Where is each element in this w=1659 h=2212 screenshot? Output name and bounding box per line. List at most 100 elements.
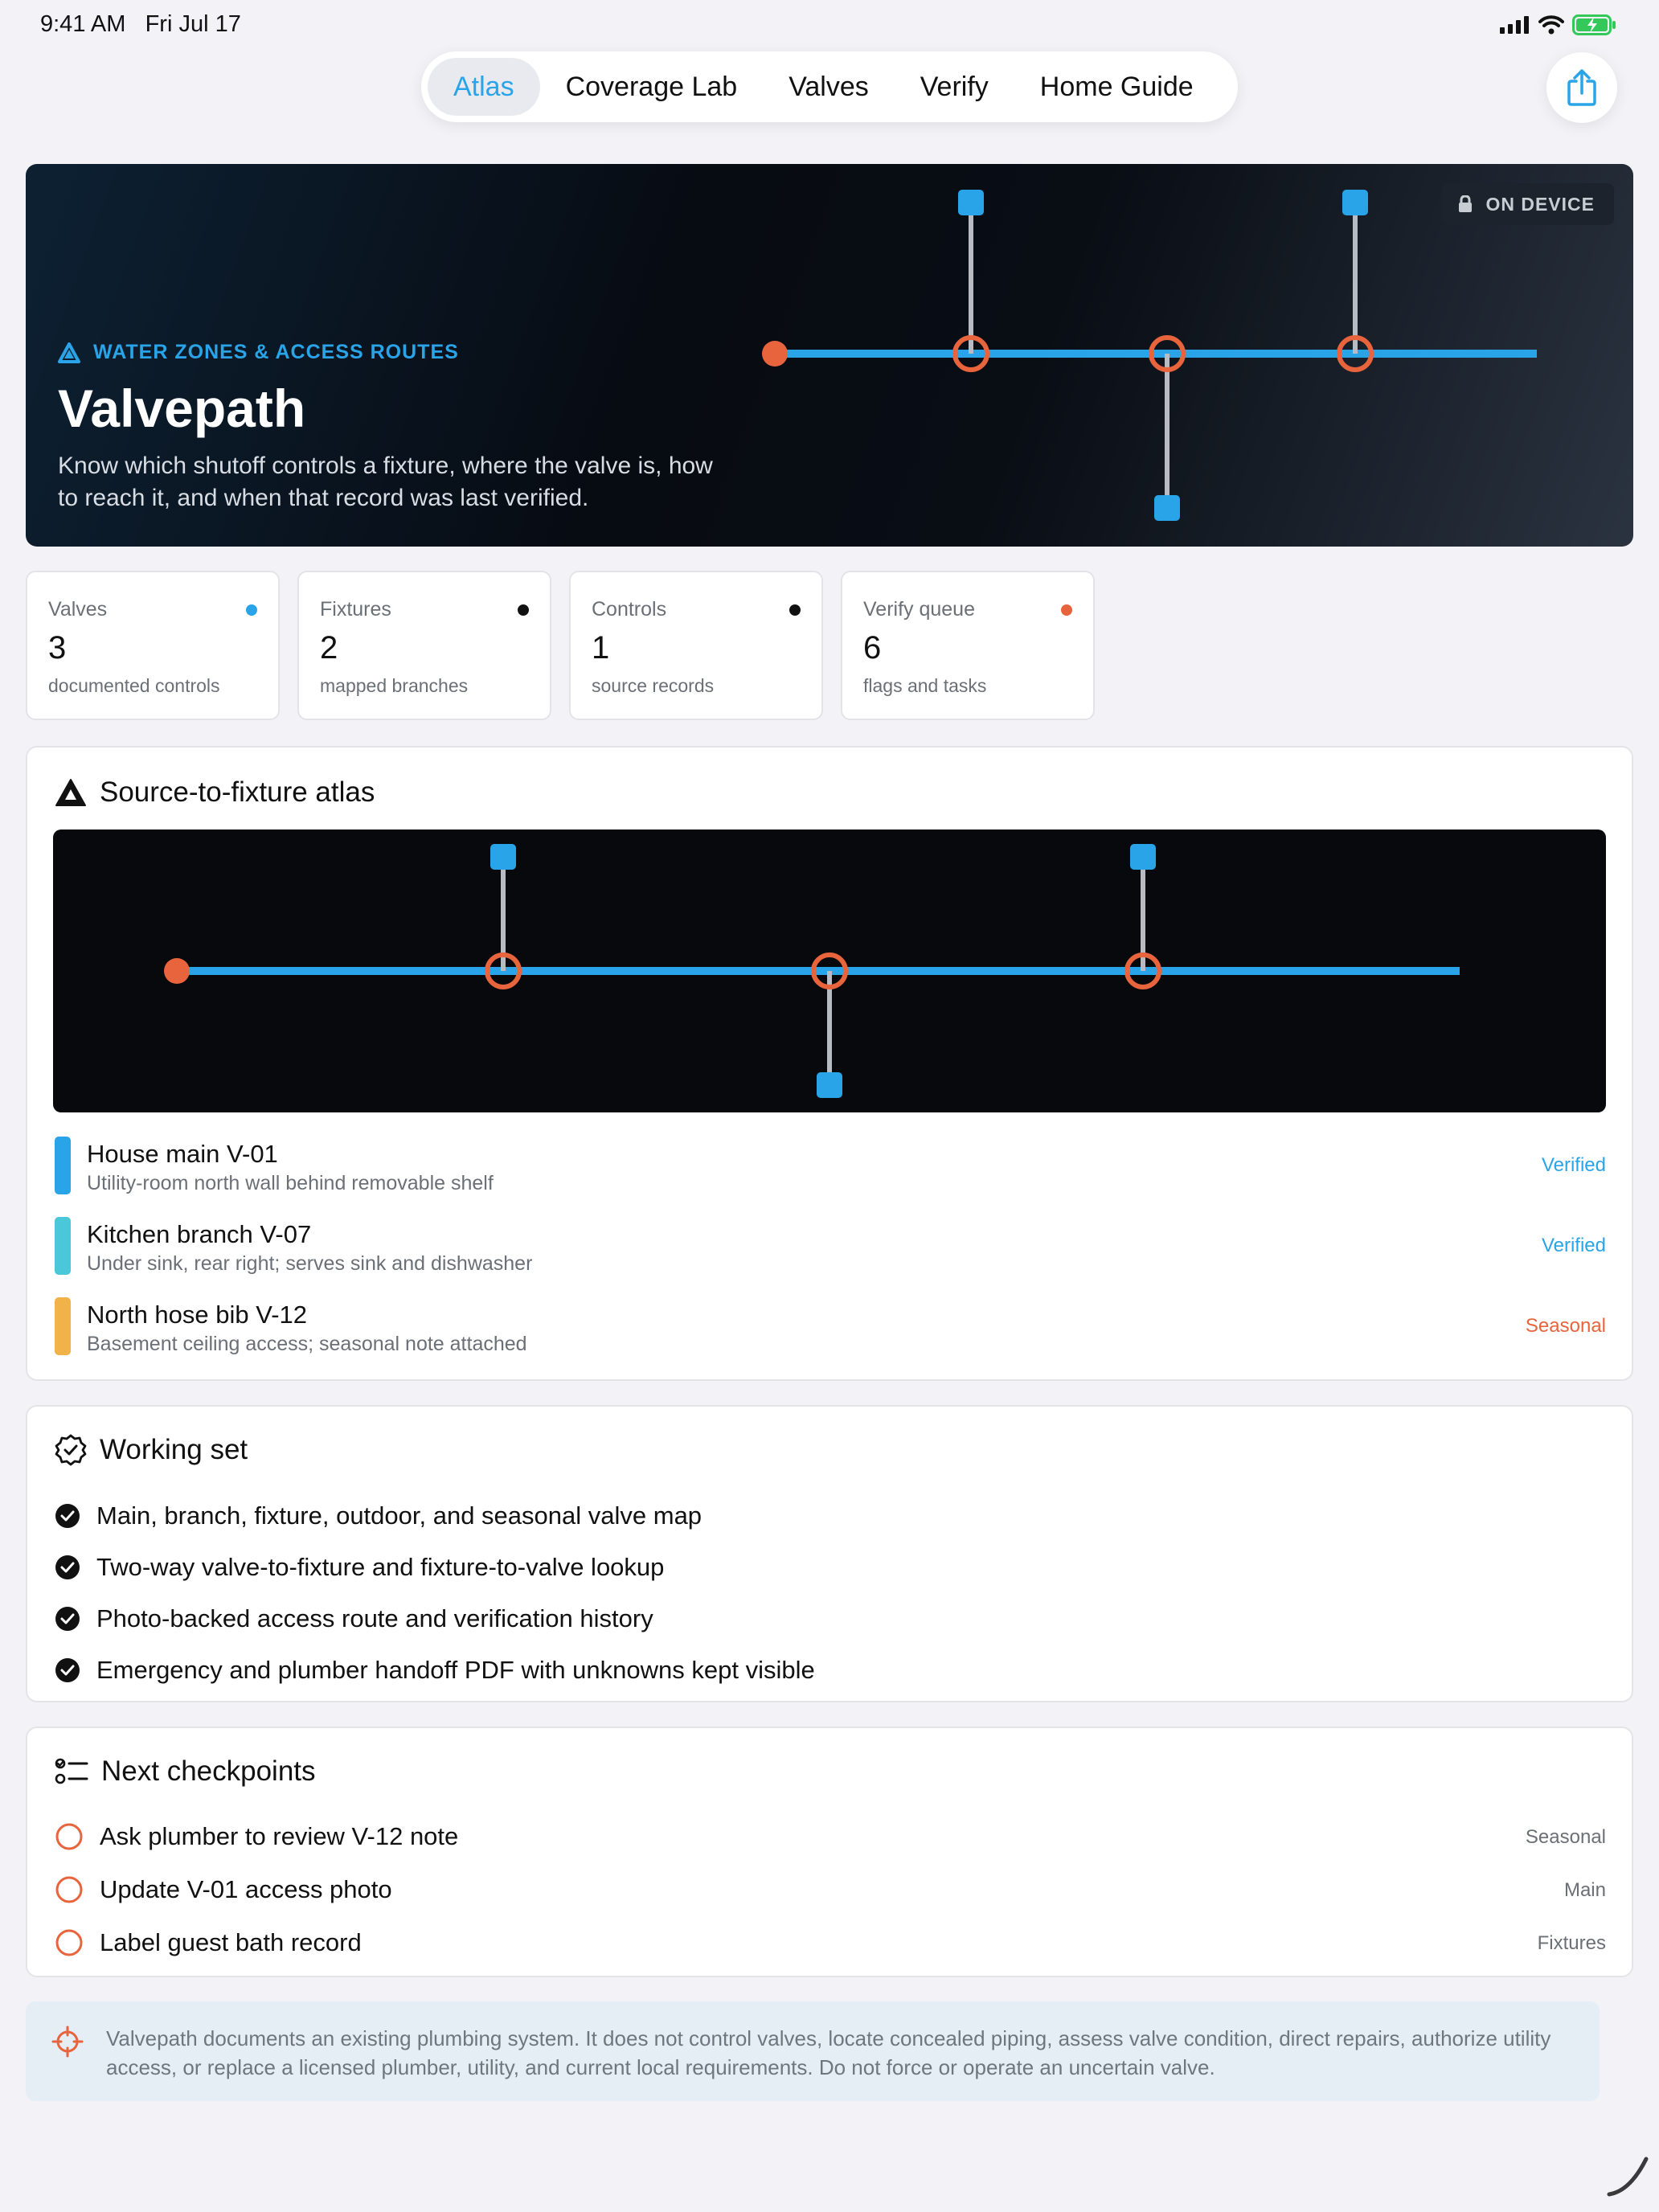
share-button[interactable] [1546, 52, 1617, 123]
hero-fixture-node [958, 190, 984, 215]
atlas-diagram-panel[interactable] [53, 830, 1606, 1112]
stat-card-verify-queue[interactable]: Verify queue 6 flags and tasks [841, 571, 1095, 720]
stat-label: Fixtures [320, 598, 391, 621]
atlas-valve-node [1124, 952, 1161, 989]
status-dot [518, 604, 529, 616]
valve-color-swatch [55, 1217, 71, 1275]
valve-status: Verified [1541, 1235, 1606, 1256]
checkpoint-label: Update V-01 access photo [100, 1875, 392, 1903]
stat-card-controls[interactable]: Controls 1 source records [569, 571, 823, 720]
list-item: Main, branch, fixture, outdoor, and seas… [55, 1490, 815, 1542]
valve-row-v07[interactable]: Kitchen branch V-07 Under sink, rear rig… [55, 1217, 1606, 1297]
atlas-fixture-node [817, 1072, 842, 1098]
checkpoint-item[interactable]: Update V-01 access photo Main [55, 1863, 1606, 1916]
stat-caption: flags and tasks [863, 675, 987, 696]
working-set-header: Working set [55, 1434, 248, 1466]
working-set-title: Working set [100, 1434, 248, 1465]
checkpoint-label: Ask plumber to review V-12 note [100, 1822, 459, 1850]
tab-atlas[interactable]: Atlas [428, 58, 540, 116]
home-indicator-corner [1607, 2157, 1649, 2197]
checkpoint-tag: Main [1563, 1879, 1606, 1901]
status-bar: 9:41 AM Fri Jul 17 [0, 0, 1659, 51]
tab-coverage-lab[interactable]: Coverage Lab [565, 71, 738, 102]
status-dot [246, 604, 257, 616]
list-item-text: Photo-backed access route and verificati… [96, 1604, 653, 1632]
warning-triangle-icon [55, 779, 86, 806]
hero-title: Valvepath [58, 379, 306, 438]
checkpoint-label: Label guest bath record [100, 1928, 362, 1956]
checklist-icon [55, 1758, 88, 1784]
cellular-signal-icon [1500, 16, 1529, 34]
stat-card-valves[interactable]: Valves 3 documented controls [26, 571, 280, 720]
valve-color-swatch [55, 1297, 71, 1355]
stat-value: 2 [320, 630, 338, 666]
hero-source-node [762, 341, 788, 367]
next-checkpoints-header: Next checkpoints [55, 1755, 316, 1788]
atlas-valve-node [811, 952, 848, 989]
atlas-card-header: Source-to-fixture atlas [55, 776, 375, 809]
hero-subtitle: Know which shutoff controls a fixture, w… [58, 453, 713, 511]
on-device-badge: ON DEVICE [1442, 183, 1614, 225]
hero-valve-node [1337, 335, 1374, 372]
list-item: Photo-backed access route and verificati… [55, 1593, 815, 1645]
tab-verify[interactable]: Verify [920, 71, 989, 102]
status-clock: 9:41 AM [40, 11, 126, 37]
status-dot [789, 604, 801, 616]
list-item: Two-way valve-to-fixture and fixture-to-… [55, 1542, 815, 1593]
share-icon [1567, 69, 1596, 106]
valve-location: Basement ceiling access; seasonal note a… [87, 1333, 527, 1355]
working-set-list: Main, branch, fixture, outdoor, and seas… [55, 1490, 815, 1696]
stat-label: Verify queue [863, 598, 975, 621]
next-checkpoints-title: Next checkpoints [101, 1755, 316, 1787]
atlas-pipe-diagram [164, 844, 1460, 1098]
status-icons [1500, 14, 1617, 35]
empty-circle-icon[interactable] [55, 1822, 84, 1851]
wifi-icon [1538, 15, 1564, 35]
hero-banner: ON DEVICE WATER ZONES & ACCESS ROUTES Va… [26, 164, 1633, 547]
atlas-source-node [164, 958, 190, 984]
hero-fixture-node [1342, 190, 1368, 215]
list-item: Emergency and plumber handoff PDF with u… [55, 1645, 815, 1696]
hero-eyebrow-text: WATER ZONES & ACCESS ROUTES [93, 341, 459, 363]
checkmark-seal-icon [55, 1434, 87, 1466]
stat-value: 1 [592, 630, 610, 666]
valve-name: Kitchen branch V-07 [87, 1220, 312, 1248]
stat-caption: source records [592, 675, 715, 696]
checkpoint-list: Ask plumber to review V-12 note Seasonal… [55, 1810, 1606, 1969]
checkpoint-item[interactable]: Label guest bath record Fixtures [55, 1916, 1606, 1969]
valve-status: Seasonal [1525, 1315, 1606, 1337]
stats-row: Valves 3 documented controls Fixtures 2 … [26, 571, 1095, 720]
stat-caption: documented controls [48, 675, 220, 696]
stat-value: 3 [48, 630, 67, 666]
warning-triangle-icon [58, 342, 80, 363]
stat-card-fixtures[interactable]: Fixtures 2 mapped branches [297, 571, 551, 720]
disclaimer-text: Valvepath documents an existing plumbing… [106, 2026, 1551, 2079]
lock-icon [1459, 195, 1473, 212]
atlas-card: Source-to-fixture atlas House main V-01 … [26, 746, 1633, 1381]
hero-pipe-diagram [762, 190, 1537, 521]
empty-circle-icon[interactable] [55, 1928, 84, 1957]
atlas-fixture-node [490, 844, 516, 870]
valve-location: Under sink, rear right; serves sink and … [87, 1252, 533, 1275]
hero-valve-node [952, 335, 989, 372]
working-set-card: Working set Main, branch, fixture, outdo… [26, 1405, 1633, 1702]
checkpoint-item[interactable]: Ask plumber to review V-12 note Seasonal [55, 1810, 1606, 1863]
valve-location: Utility-room north wall behind removable… [87, 1172, 494, 1194]
valve-row-v12[interactable]: North hose bib V-12 Basement ceiling acc… [55, 1297, 1606, 1378]
valve-list: House main V-01 Utility-room north wall … [55, 1137, 1606, 1378]
tab-valves[interactable]: Valves [789, 71, 869, 102]
atlas-title: Source-to-fixture atlas [100, 776, 375, 808]
empty-circle-icon[interactable] [55, 1875, 84, 1904]
checkmark-circle-icon [55, 1658, 80, 1682]
checkpoint-tag: Seasonal [1525, 1826, 1606, 1848]
tab-bar: Atlas Coverage Lab Valves Verify Home Gu… [421, 51, 1238, 122]
valve-name: House main V-01 [87, 1140, 278, 1168]
checkmark-circle-icon [55, 1504, 80, 1528]
stat-value: 6 [863, 630, 882, 666]
valve-color-swatch [55, 1137, 71, 1194]
valve-row-v01[interactable]: House main V-01 Utility-room north wall … [55, 1137, 1606, 1217]
battery-charging-icon [1572, 14, 1616, 35]
tab-home-guide[interactable]: Home Guide [1039, 71, 1194, 102]
list-item-text: Two-way valve-to-fixture and fixture-to-… [96, 1553, 665, 1581]
list-item-text: Main, branch, fixture, outdoor, and seas… [96, 1501, 703, 1530]
